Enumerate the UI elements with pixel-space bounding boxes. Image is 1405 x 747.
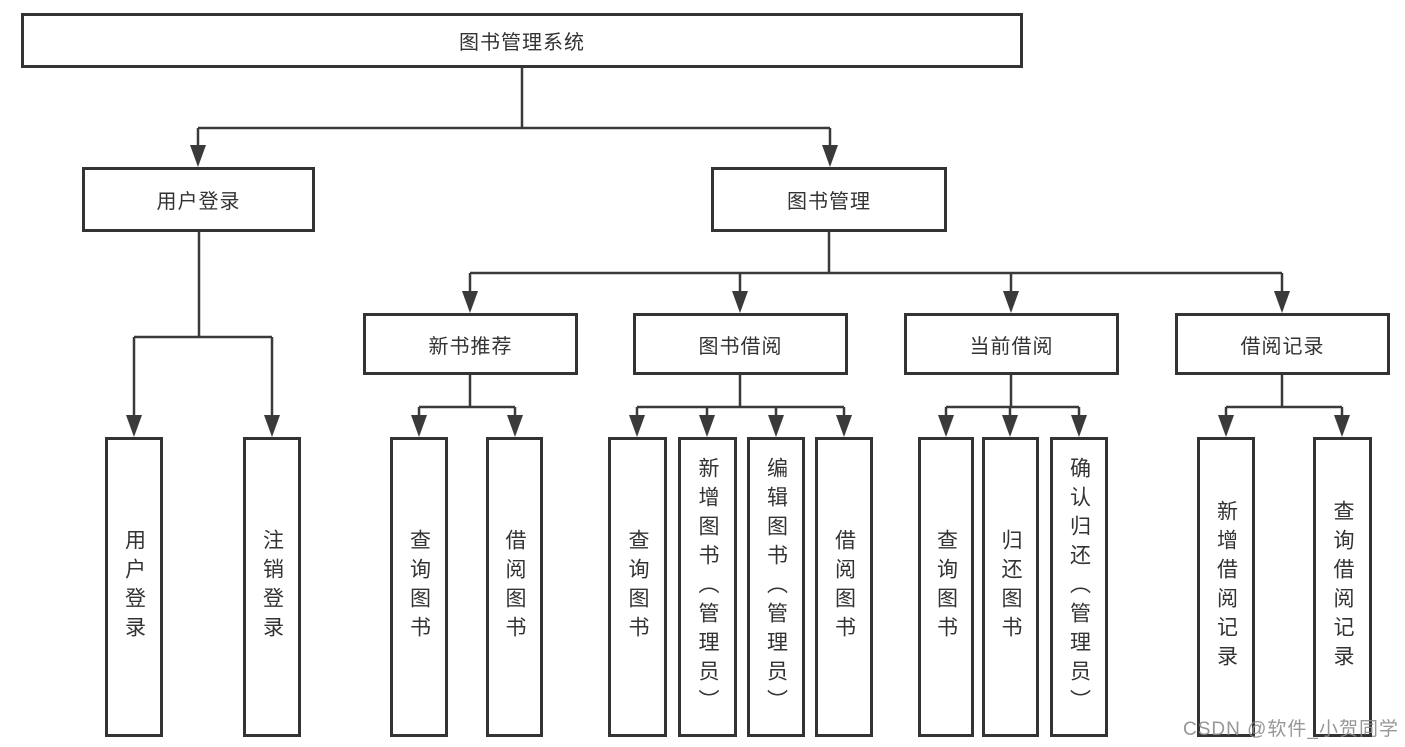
connector-newbook-to-leaves [411,375,523,437]
connector-userlogin-to-leaves [126,232,280,437]
leaf-label: 新增借阅记录 [1214,500,1238,674]
leaf-label: 查询借阅记录 [1331,500,1354,674]
leaf-logout: 注销登录 [243,437,301,737]
leaf-label: 查询图书 [934,529,958,645]
leaf-edit-books-admin: 编辑图书（管理员） [747,437,805,737]
leaf-query-borrow-record: 查询借阅记录 [1313,437,1372,737]
node-book-management: 图书管理 [711,167,947,232]
connector-borrowing-to-leaves [629,375,852,437]
leaf-label: 编辑图书（管理员） [764,456,788,718]
connector-current-to-leaves [938,375,1087,437]
leaf-label: 查询图书 [407,529,431,645]
node-library-system: 图书管理系统 [21,13,1023,68]
leaf-label: 新增图书（管理员） [696,456,719,718]
leaf-user-login: 用户登录 [105,437,163,737]
leaf-label: 确认归还（管理员） [1067,456,1091,718]
node-borrowing-records: 借阅记录 [1175,313,1390,375]
leaf-label: 归还图书 [999,529,1022,645]
node-current-borrowing: 当前借阅 [904,313,1119,375]
csdn-watermark: CSDN @软件_小贺同学 [1183,719,1399,740]
leaf-confirm-return-admin: 确认归还（管理员） [1050,437,1108,737]
leaf-query-books-borrowing: 查询图书 [608,437,667,737]
leaf-label: 注销登录 [260,529,284,645]
leaf-label: 借阅图书 [832,529,856,645]
connector-bookmgmt-to-level3 [462,232,1290,313]
leaf-return-books: 归还图书 [982,437,1039,737]
node-user-login: 用户登录 [82,167,315,232]
connector-records-to-leaves [1218,375,1350,437]
connector-root-to-level2 [190,68,838,167]
leaf-query-books-recommend: 查询图书 [390,437,448,737]
node-book-borrowing: 图书借阅 [633,313,848,375]
node-new-book-recommend: 新书推荐 [363,313,578,375]
leaf-borrow-books-borrowing: 借阅图书 [815,437,873,737]
leaf-add-books-admin: 新增图书（管理员） [678,437,737,737]
leaf-query-books-current: 查询图书 [918,437,974,737]
leaf-add-borrow-record: 新增借阅记录 [1197,437,1255,737]
leaf-label: 借阅图书 [503,529,526,645]
leaf-borrow-books-recommend: 借阅图书 [486,437,543,737]
leaf-label: 用户登录 [122,529,146,645]
leaf-label: 查询图书 [626,529,649,645]
